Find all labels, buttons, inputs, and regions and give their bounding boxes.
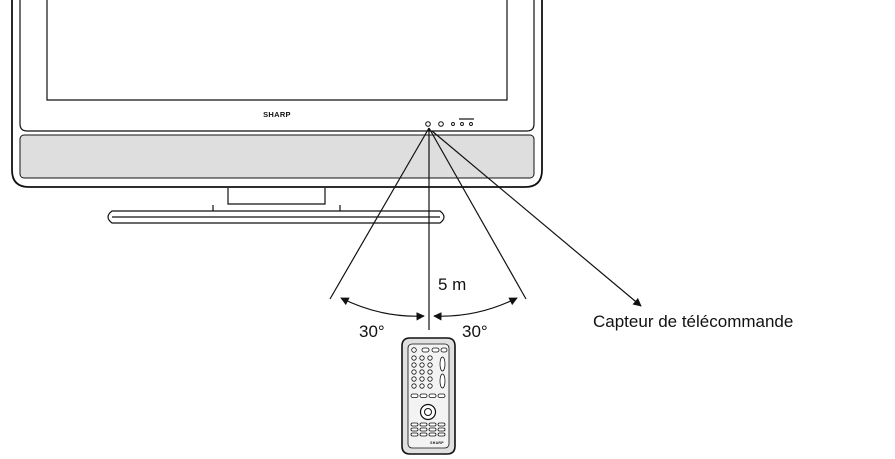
remote-button-icon: [419, 427, 428, 432]
tv-set: SHARP: [11, 0, 543, 224]
remote-button-icon: [411, 369, 417, 375]
sensor-label: Capteur de télécommande: [593, 312, 793, 331]
remote-button-icon: [440, 347, 448, 353]
angle-label-right: 30°: [462, 322, 488, 341]
remote-control: SHARP: [401, 337, 456, 455]
remote-button-icon: [427, 362, 433, 368]
remote-button-icon: [411, 376, 417, 382]
remote-button-icon: [428, 393, 437, 398]
remote-button-icon: [419, 369, 425, 375]
remote-button-icon: [419, 422, 428, 427]
remote-sensor-icon: [425, 121, 431, 127]
remote-button-icon: [419, 383, 425, 389]
sensor-pointer-line: [431, 130, 642, 307]
remote-button-grid: [410, 347, 448, 437]
remote-button-icon: [428, 427, 437, 432]
tv-speaker-bar: [19, 134, 535, 179]
tv-stand-neck: [227, 188, 326, 205]
reception-range: [329, 127, 642, 330]
remote-inner-panel: [407, 343, 450, 449]
tv-indicator-panel: [425, 118, 474, 127]
distance-label: 5 m: [438, 275, 466, 294]
remote-button-icon: [419, 376, 425, 382]
tv-screen: [46, 0, 508, 101]
indicator-light-icon: [438, 121, 444, 127]
remote-button-icon: [428, 432, 437, 437]
remote-button-icon: [411, 355, 417, 361]
remote-button-icon: [437, 393, 446, 398]
remote-button-icon: [437, 427, 446, 432]
remote-button-icon: [427, 376, 433, 382]
remote-ok-button-icon: [424, 408, 432, 416]
remote-button-icon: [431, 347, 440, 353]
remote-button-icon: [427, 355, 433, 361]
tv-outer-frame: [11, 0, 543, 188]
remote-button-icon: [437, 422, 446, 427]
remote-brand-logo: SHARP: [430, 441, 444, 445]
remote-button-icon: [410, 427, 419, 432]
remote-button-icon: [419, 355, 425, 361]
angle-arc-right: [433, 297, 518, 321]
tv-brand-logo: SHARP: [263, 110, 291, 119]
indicator-button-icon: [460, 122, 464, 126]
angle-label-left: 30°: [359, 322, 385, 341]
tv-bezel: [19, 0, 535, 132]
remote-button-icon: [419, 362, 425, 368]
remote-button-icon: [427, 369, 433, 375]
indicator-button-icon: [451, 122, 455, 126]
remote-button-icon: [410, 432, 419, 437]
remote-button-icon: [439, 356, 446, 372]
range-line-right: [428, 127, 527, 300]
angle-arc-left: [340, 297, 425, 321]
tv-stand-base: [107, 210, 445, 224]
remote-button-icon: [439, 373, 446, 389]
remote-button-icon: [419, 393, 428, 398]
remote-button-icon: [427, 383, 433, 389]
remote-button-icon: [421, 347, 430, 353]
remote-button-icon: [411, 383, 417, 389]
remote-button-icon: [411, 362, 417, 368]
remote-button-icon: [411, 347, 417, 353]
range-line-left: [329, 127, 430, 300]
remote-button-icon: [419, 432, 428, 437]
remote-button-icon: [410, 422, 419, 427]
remote-button-icon: [428, 422, 437, 427]
indicator-button-icon: [469, 122, 473, 126]
remote-button-icon: [437, 432, 446, 437]
remote-button-icon: [410, 393, 419, 398]
